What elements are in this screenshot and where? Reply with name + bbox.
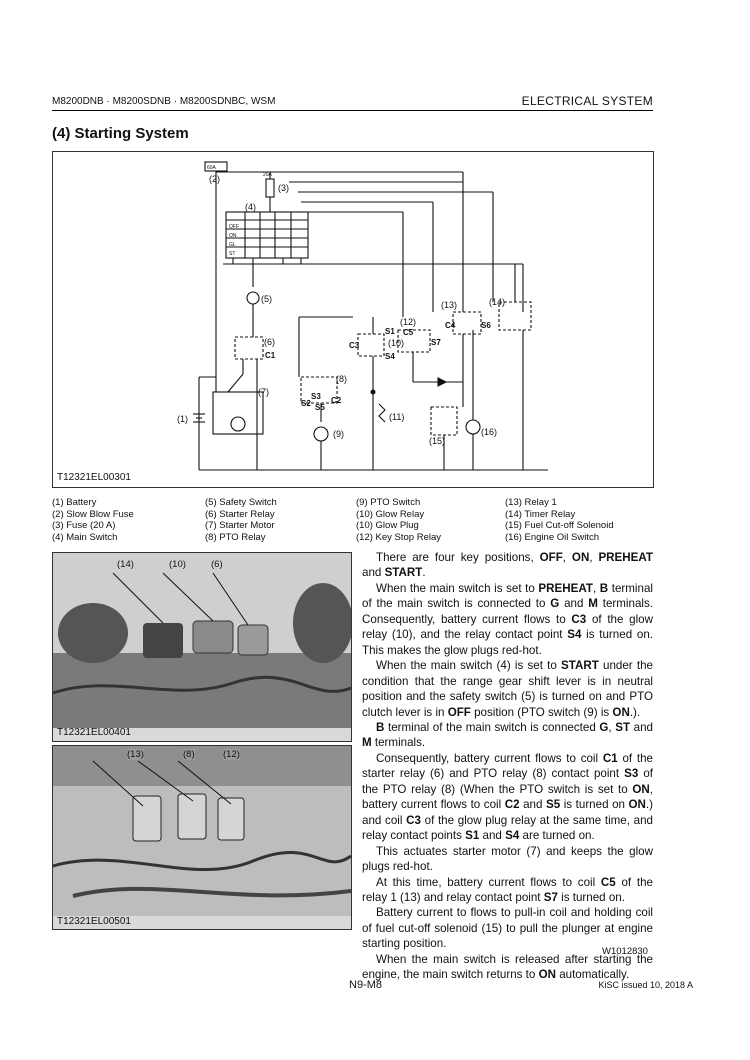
safety-switch-shape <box>246 291 260 305</box>
svg-text:S4: S4 <box>385 352 395 361</box>
section-title: (4) Starting System <box>52 125 189 142</box>
fuel-cutoff-solenoid-shape <box>430 406 458 436</box>
starter-relay-shape <box>234 336 264 360</box>
fuse-20a-shape <box>265 178 275 198</box>
photo-1-callout-6: (6) <box>211 559 223 570</box>
svg-text:C5: C5 <box>403 328 414 337</box>
svg-text:C3: C3 <box>349 341 360 350</box>
svg-text:20A: 20A <box>263 172 273 178</box>
svg-text:C1: C1 <box>265 351 276 360</box>
body-paragraph: When the main switch is released after s… <box>362 952 653 982</box>
header-rule <box>52 110 653 111</box>
body-paragraph: This actuates starter motor (7) and keep… <box>362 844 653 874</box>
starter-motor-shape <box>212 391 264 435</box>
svg-text:GL: GL <box>229 242 236 248</box>
photo-2-callout-8: (8) <box>183 749 195 760</box>
photo-2-callout-13: (13) <box>127 749 144 760</box>
svg-text:(6): (6) <box>264 337 275 347</box>
svg-text:(13): (13) <box>441 300 457 310</box>
svg-text:S7: S7 <box>431 338 441 347</box>
pto-relay-shape <box>300 376 338 404</box>
svg-text:S1: S1 <box>385 327 395 336</box>
svg-text:(3): (3) <box>278 183 289 193</box>
body-paragraph: When the main switch (4) is set to START… <box>362 659 653 719</box>
svg-text:S5: S5 <box>315 403 325 412</box>
legend-col-4: (13) Relay 1(14) Timer Relay(15) Fuel Cu… <box>505 497 614 543</box>
body-paragraph: When the main switch is set to PREHEAT, … <box>362 581 653 657</box>
page-number: N9-M8 <box>349 979 383 991</box>
svg-text:60A: 60A <box>207 165 217 171</box>
photo-1: (14) (10) (6) T12321EL00401 <box>52 552 352 742</box>
body-paragraph: B terminal of the main switch is connect… <box>362 720 653 750</box>
photo-1-image <box>53 553 351 728</box>
svg-text:(8): (8) <box>336 374 347 384</box>
header-models: M8200DNB · M8200SDNB · M8200SDNBC, WSM <box>52 96 276 107</box>
body-paragraph: Consequently, battery current flows to c… <box>362 751 654 843</box>
issued-note: KiSC issued 10, 2018 A <box>598 980 693 990</box>
photo-1-callout-14: (14) <box>117 559 134 570</box>
main-switch-box <box>225 211 309 259</box>
svg-text:(12): (12) <box>400 317 416 327</box>
body-paragraph: Battery current to flows to pull-in coil… <box>362 906 653 951</box>
photo-2-image <box>53 746 351 916</box>
body-paragraph: At this time, battery current flows to c… <box>362 875 653 904</box>
photo-1-code: T12321EL00401 <box>57 727 131 738</box>
svg-text:(2): (2) <box>209 174 220 184</box>
photo-1-callout-10: (10) <box>169 559 186 570</box>
svg-text:(5): (5) <box>261 294 272 304</box>
wiring-diagram-svg: 60A 20A OFF ON GL ST (2) (3) (4) (5) (6)… <box>177 161 548 471</box>
svg-text:(16): (16) <box>481 427 497 437</box>
svg-text:(7): (7) <box>258 387 269 397</box>
photo-2: (13) (8) (12) T12321EL00501 <box>52 745 352 930</box>
engine-oil-switch-shape <box>465 419 481 435</box>
svg-text:S2: S2 <box>301 399 311 408</box>
pto-switch-shape <box>313 426 329 442</box>
svg-text:C2: C2 <box>331 396 342 405</box>
legend-col-3: (9) PTO Switch(10) Glow Relay(10) Glow P… <box>356 497 442 543</box>
header-section: ELECTRICAL SYSTEM <box>521 94 653 108</box>
svg-text:(15): (15) <box>429 436 445 446</box>
svg-text:ON: ON <box>229 233 237 239</box>
glow-relay-shape <box>357 333 385 357</box>
relay-1-shape <box>452 311 482 335</box>
svg-text:(4): (4) <box>245 202 256 212</box>
key-stop-relay-shape <box>397 329 431 353</box>
legend-col-2: (5) Safety Switch(6) Starter Relay(7) St… <box>205 497 277 543</box>
legend-col-1: (1) Battery(2) Slow Blow Fuse(3) Fuse (2… <box>52 497 134 543</box>
svg-text:(10): (10) <box>388 338 404 348</box>
svg-text:C4: C4 <box>445 321 456 330</box>
timer-relay-shape <box>498 301 532 331</box>
body-paragraph: There are four key positions, OFF, ON, P… <box>362 551 653 580</box>
doc-id: W1012830 <box>602 946 648 957</box>
diagram-code: T12321EL00301 <box>57 472 131 483</box>
photo-2-code: T12321EL00501 <box>57 916 131 927</box>
svg-text:(1): (1) <box>177 414 188 424</box>
svg-text:(11): (11) <box>389 412 404 422</box>
photo-2-callout-12: (12) <box>223 749 240 760</box>
svg-text:(9): (9) <box>333 429 344 439</box>
svg-text:ST: ST <box>229 251 235 257</box>
body-text: There are four key positions, OFF, ON, P… <box>362 550 653 983</box>
svg-text:(14): (14) <box>489 297 505 307</box>
svg-text:S6: S6 <box>481 321 491 330</box>
wiring-diagram: 60A 20A OFF ON GL ST (2) (3) (4) (5) (6)… <box>52 151 654 488</box>
svg-text:S3: S3 <box>311 392 321 401</box>
svg-text:OFF: OFF <box>229 224 239 230</box>
